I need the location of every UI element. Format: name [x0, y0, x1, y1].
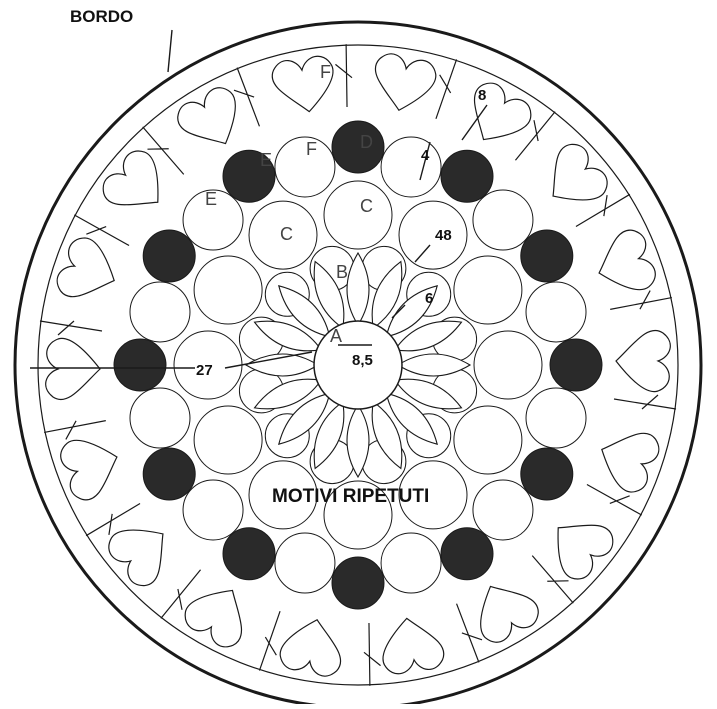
- ring-circle-outer: [130, 282, 190, 342]
- dark-circle-motif: [332, 121, 384, 173]
- ring-circle-outer: [381, 533, 441, 593]
- ring-circle-inner: [324, 181, 392, 249]
- ring-circle-inner: [454, 406, 522, 474]
- border-heart-motif: [532, 134, 630, 234]
- border-heart-motif: [47, 215, 132, 310]
- dark-circle-motif: [521, 230, 573, 282]
- letter-b: B: [336, 262, 348, 282]
- letter-f-mid: F: [306, 139, 317, 159]
- letter-a: A: [330, 326, 342, 346]
- ring-circle-outer: [275, 137, 335, 197]
- ring-circle-outer: [526, 282, 586, 342]
- dim-label-8: 8: [478, 87, 486, 104]
- ring-circle-outer: [381, 137, 441, 197]
- dark-circle-motif: [143, 448, 195, 500]
- dark-circle-motif: [332, 557, 384, 609]
- border-heart-motif: [92, 127, 190, 227]
- ring-circle-outer: [183, 480, 243, 540]
- border-heart-motif: [40, 321, 102, 400]
- dim-label-6: 6: [425, 290, 433, 307]
- border-heart-motif: [614, 330, 676, 409]
- ring-circle-outer: [473, 190, 533, 250]
- border-leader-line: [168, 30, 172, 72]
- letter-d: D: [360, 132, 373, 152]
- dim-label-85: 8,5: [352, 352, 373, 369]
- ring-circle-outer: [275, 533, 335, 593]
- letter-f-top: F: [320, 62, 331, 82]
- dim-label-27: 27: [196, 362, 213, 379]
- ring-circle-inner: [474, 331, 542, 399]
- dim-label-4: 4: [421, 147, 430, 164]
- border-heart-motif: [359, 611, 447, 686]
- dark-circle-motif: [550, 339, 602, 391]
- dark-circle-motif: [114, 339, 166, 391]
- ring-circle-inner: [454, 256, 522, 324]
- border-heart-motif: [169, 68, 268, 161]
- ring-circle-outer: [130, 388, 190, 448]
- letter-e-dark: E: [260, 150, 272, 170]
- ring-circle-outer: [473, 480, 533, 540]
- border-heart-motif: [448, 569, 547, 662]
- dim-8-leader: [462, 105, 487, 140]
- border-heart-motif: [44, 411, 129, 506]
- ring-circle-inner: [399, 201, 467, 269]
- repeated-motifs-label: MOTIVI RIPETUTI: [272, 486, 429, 507]
- letter-e-left: E: [205, 189, 217, 209]
- border-heart-motif: [587, 224, 672, 319]
- border-heart-motif: [269, 44, 357, 119]
- border-heart-motif: [584, 420, 669, 515]
- ring-circle-inner: [194, 256, 262, 324]
- letter-c-right: C: [360, 196, 373, 216]
- dark-circle-motif: [143, 230, 195, 282]
- dark-circle-motif: [441, 150, 493, 202]
- border-heart-motif: [526, 503, 624, 603]
- border-label: BORDO: [70, 7, 133, 26]
- dark-circle-motif: [223, 528, 275, 580]
- dark-circle-motif: [521, 448, 573, 500]
- dim-label-48: 48: [435, 227, 452, 244]
- letter-c-left: C: [280, 224, 293, 244]
- ring-circle-outer: [526, 388, 586, 448]
- ring-circle-inner: [194, 406, 262, 474]
- dark-circle-motif: [441, 528, 493, 580]
- border-heart-motif: [86, 496, 184, 596]
